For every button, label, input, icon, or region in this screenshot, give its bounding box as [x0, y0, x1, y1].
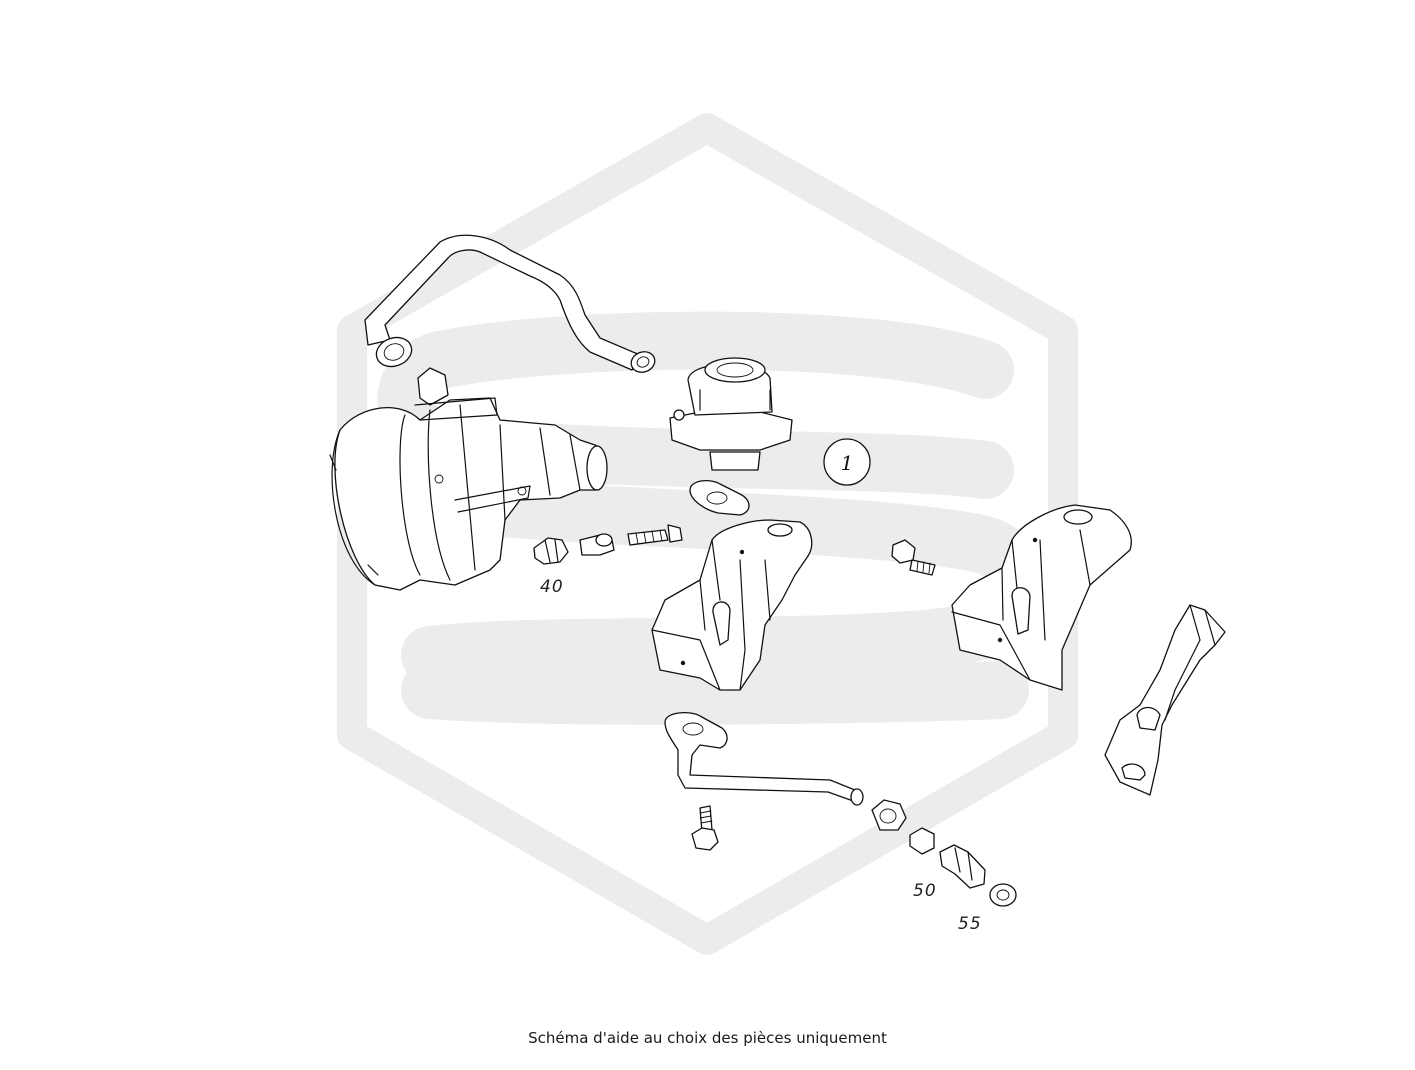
support-strut: [1104, 604, 1226, 796]
bushing-50: [909, 827, 935, 855]
rubber-mount-40: [533, 537, 569, 565]
callout-1: 1: [823, 438, 871, 486]
disclaimer-caption: Schéma d'aide au choix des pièces unique…: [528, 1029, 887, 1047]
valve-gasket: [689, 479, 750, 516]
callout-50-label: 50: [913, 881, 937, 901]
callout-1-label: 1: [841, 451, 854, 475]
mounting-bracket-right: [951, 504, 1132, 691]
mounting-bracket-left: [651, 519, 813, 691]
union-nut: [871, 799, 907, 831]
lower-bolt: [691, 805, 719, 851]
air-hose-upper: [364, 234, 656, 373]
spacer-bolt: [579, 533, 615, 556]
flange-bolt: [627, 524, 683, 546]
air-pipe: [664, 711, 864, 806]
secondary-air-pump: [329, 367, 608, 591]
sealing-washer: [989, 883, 1017, 907]
threaded-union-55: [939, 844, 986, 889]
bracket-bolt: [891, 539, 936, 576]
callout-40-label: 40: [540, 577, 564, 597]
callout-55-label: 55: [958, 914, 982, 934]
check-valve: [669, 357, 793, 471]
